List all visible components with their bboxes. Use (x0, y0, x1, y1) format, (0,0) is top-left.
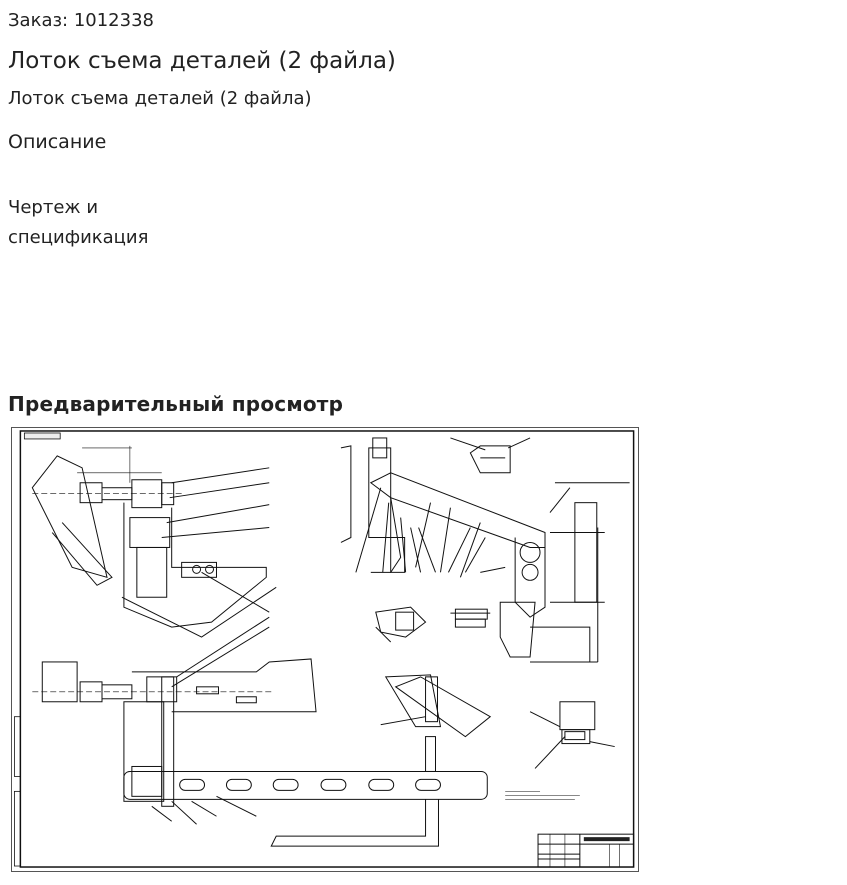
description-body: Чертеж и спецификация (8, 193, 168, 253)
description-heading: Описание (8, 131, 107, 153)
drawing-preview[interactable] (11, 427, 639, 872)
technical-drawing-image (14, 430, 635, 868)
preview-heading: Предварительный просмотр (8, 392, 344, 416)
description-line-2: спецификация (8, 227, 149, 248)
description-line-1: Чертеж и (8, 197, 99, 218)
page-subtitle: Лоток съема деталей (2 файла) (8, 88, 312, 109)
order-number: Заказ: 1012338 (8, 10, 154, 31)
page-title: Лоток съема деталей (2 файла) (8, 48, 396, 74)
